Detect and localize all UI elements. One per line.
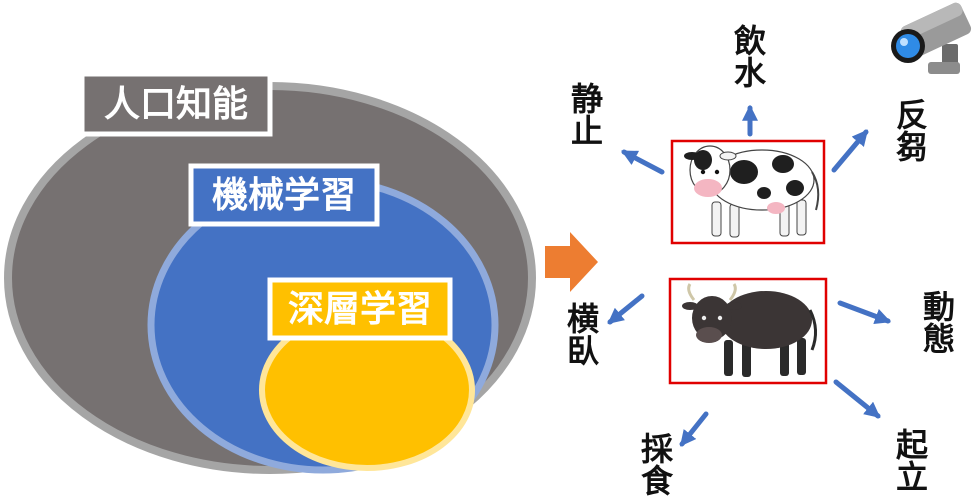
- ml-label: 機械学習: [212, 174, 356, 216]
- behavior-feeding: 採食: [636, 432, 674, 496]
- behavior-arrows: [607, 104, 891, 447]
- behavior-movement: 動態: [918, 290, 956, 354]
- arrow-to-standing: [833, 379, 881, 419]
- ai-venn-diagram: 人口知能 機械学習 深層学習: [4, 71, 536, 474]
- arrow-to-lying: [607, 293, 645, 325]
- orange-right-arrow-icon: [545, 232, 598, 292]
- behavior-rumination: 反芻: [891, 98, 929, 162]
- ml-label-box: 機械学習: [188, 163, 380, 227]
- arrow-to-rest: [621, 149, 665, 175]
- arrow-to-rumination: [831, 129, 869, 173]
- behavior-standing: 起立: [891, 428, 929, 492]
- behavior-rest: 静止: [566, 82, 604, 146]
- behavior-lying: 横臥: [562, 302, 600, 366]
- arrow-to-feeding: [679, 411, 709, 447]
- behavior-drink: 飲水: [729, 23, 767, 88]
- security-camera-icon: [891, 2, 972, 74]
- ai-label: 人口知能: [104, 84, 248, 125]
- ai-label-box: 人口知能: [79, 71, 273, 137]
- black-cow-icon: [682, 283, 817, 377]
- dl-label-box: 深層学習: [267, 277, 453, 341]
- holstein-cow-icon: [684, 145, 820, 238]
- dl-label: 深層学習: [288, 288, 432, 330]
- arrow-to-movement: [837, 300, 891, 324]
